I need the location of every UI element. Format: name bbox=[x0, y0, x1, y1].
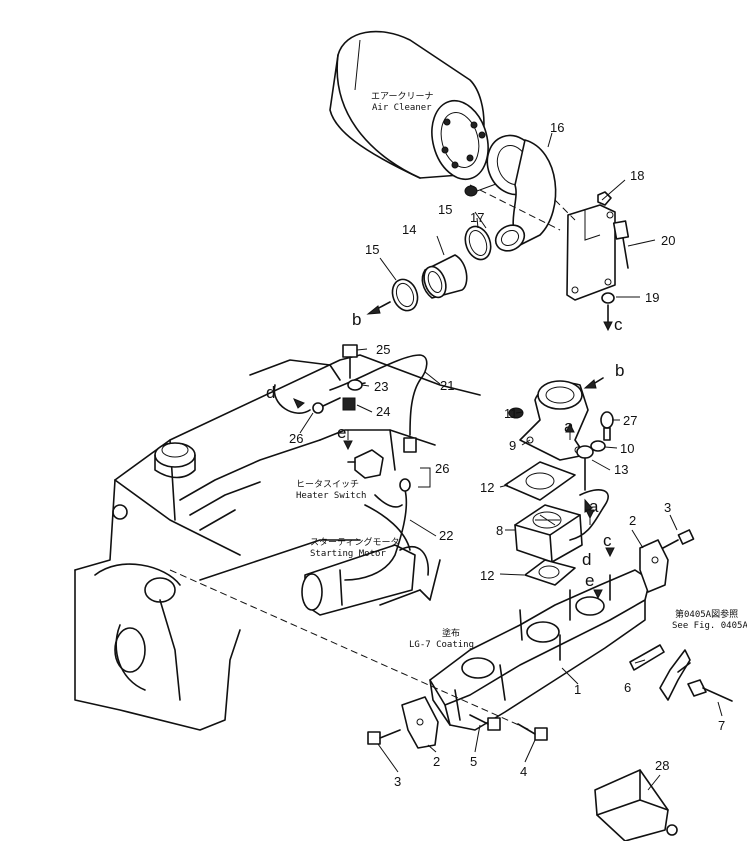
exhaust-manifold-1 bbox=[429, 569, 651, 731]
label-starting-motor-en: Starting Motor bbox=[310, 549, 386, 559]
ref-b-right: b bbox=[615, 361, 624, 380]
callout-15-lower: 15 bbox=[365, 242, 379, 257]
elbow-16 bbox=[486, 134, 557, 252]
callout-20: 20 bbox=[661, 233, 675, 248]
dash-17 bbox=[469, 184, 561, 231]
bracket-see-fig bbox=[659, 649, 691, 701]
callout-10: 10 bbox=[620, 441, 634, 456]
gasket-12-upper bbox=[504, 461, 576, 501]
bracket-18 bbox=[566, 191, 616, 301]
nut-24 bbox=[342, 397, 356, 411]
callout-13: 13 bbox=[614, 462, 628, 477]
callout-24: 24 bbox=[376, 404, 390, 419]
dash-16 bbox=[554, 199, 576, 221]
label-starting-motor-jp: スターティングモータ bbox=[310, 536, 399, 548]
cover-28 bbox=[594, 769, 678, 841]
nut-19 bbox=[601, 292, 615, 304]
ref-d-upper: d bbox=[266, 383, 275, 402]
callout-3-upper: 3 bbox=[664, 500, 671, 515]
callout-23: 23 bbox=[374, 379, 388, 394]
callout-5: 5 bbox=[470, 754, 477, 769]
bolt-4 bbox=[517, 723, 548, 741]
label-air-cleaner-en: Air Cleaner bbox=[372, 103, 432, 113]
ref-c-lower: c bbox=[603, 531, 612, 550]
callout-11: 11 bbox=[504, 406, 518, 421]
ref-d-lower: d bbox=[582, 550, 591, 569]
callout-25: 25 bbox=[376, 342, 390, 357]
turbo-8 bbox=[514, 504, 583, 563]
hose-14 bbox=[421, 254, 468, 299]
callout-15-upper: 15 bbox=[438, 202, 452, 217]
label-heater-switch-en: Heater Switch bbox=[296, 491, 366, 501]
callout-4: 4 bbox=[520, 764, 527, 779]
bolt-3-upper bbox=[662, 529, 695, 549]
bolt-7 bbox=[687, 679, 733, 702]
callout-28: 28 bbox=[655, 758, 669, 773]
label-air-cleaner-jp: エアークリーナ bbox=[371, 91, 433, 102]
callout-9: 9 bbox=[509, 438, 516, 453]
callout-12-upper: 12 bbox=[480, 480, 494, 495]
ref-b-upper: b bbox=[352, 310, 361, 329]
callout-16: 16 bbox=[550, 120, 564, 135]
label-coating-jp: 塗布 bbox=[442, 627, 460, 639]
callout-17: 17 bbox=[470, 210, 484, 225]
callout-21: 21 bbox=[440, 378, 454, 393]
callout-18: 18 bbox=[630, 168, 644, 183]
ref-c-upper: c bbox=[614, 315, 623, 334]
air-cleaner bbox=[329, 30, 489, 181]
label-see-fig-en: See Fig. 0405A bbox=[672, 621, 747, 631]
bolt-25 bbox=[342, 344, 358, 379]
callout-14: 14 bbox=[402, 222, 416, 237]
label-coating-en: LG-7 Coating bbox=[409, 640, 474, 650]
clamp-15-upper bbox=[464, 225, 492, 261]
elbow-9 bbox=[519, 380, 589, 461]
callout-3-lower: 3 bbox=[394, 774, 401, 789]
arrowhead bbox=[366, 305, 381, 315]
plate-2-lower bbox=[401, 696, 439, 749]
washer-23 bbox=[347, 379, 363, 391]
callout-2-lower: 2 bbox=[433, 754, 440, 769]
engine-block bbox=[74, 354, 481, 731]
callout-6: 6 bbox=[624, 680, 631, 695]
starting-motor bbox=[301, 504, 429, 616]
tube-6 bbox=[629, 644, 665, 671]
heater-switch bbox=[347, 449, 384, 479]
bolt-5 bbox=[469, 714, 501, 731]
leader-lines bbox=[299, 132, 723, 791]
callout-12-lower: 12 bbox=[480, 568, 494, 583]
callout-7: 7 bbox=[718, 718, 725, 733]
ref-e-upper: e bbox=[337, 423, 346, 442]
callout-22: 22 bbox=[439, 528, 453, 543]
ref-a-lower: a bbox=[589, 497, 599, 516]
tube-a bbox=[569, 489, 609, 541]
bolt-20 bbox=[612, 220, 630, 269]
label-see-fig-jp: 第0405A図参照 bbox=[675, 608, 738, 620]
ref-e-lower: e bbox=[585, 571, 594, 590]
clamp-15-lower bbox=[391, 278, 419, 312]
callout-27: 27 bbox=[623, 413, 637, 428]
plate-2-upper bbox=[639, 539, 669, 593]
callout-1: 1 bbox=[574, 682, 581, 697]
sensor-27 bbox=[600, 411, 614, 441]
label-heater-switch-jp: ヒータスイッチ bbox=[296, 479, 359, 490]
gasket-12-lower bbox=[524, 559, 576, 586]
callout-19: 19 bbox=[645, 290, 659, 305]
bolt-13 bbox=[576, 445, 594, 491]
callout-26-lower: 26 bbox=[435, 461, 449, 476]
terminal-26-upper bbox=[312, 397, 341, 414]
bolt-3-lower bbox=[367, 729, 401, 745]
callout-8: 8 bbox=[496, 523, 503, 538]
nipple-10 bbox=[590, 440, 606, 452]
callout-26-upper: 26 bbox=[289, 431, 303, 446]
callout-2-upper: 2 bbox=[629, 513, 636, 528]
wiring-harness bbox=[329, 354, 428, 581]
